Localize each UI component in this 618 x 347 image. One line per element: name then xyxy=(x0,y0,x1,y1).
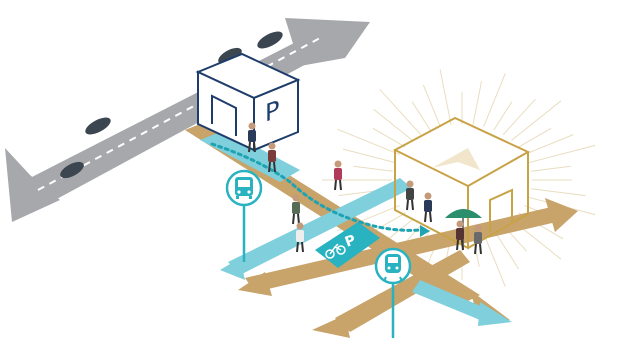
bike-lane-lower xyxy=(228,178,412,275)
person xyxy=(248,122,256,153)
sunburst-ray xyxy=(411,101,431,131)
sunburst-ray xyxy=(531,188,586,197)
person xyxy=(424,192,432,223)
person xyxy=(296,222,304,253)
sunburst-ray xyxy=(511,100,562,141)
garage-entrance xyxy=(211,94,237,136)
parking-sign: P xyxy=(265,94,280,127)
bike-parking-surface xyxy=(315,222,380,268)
sunburst-ray xyxy=(493,229,520,270)
bike-lane-right xyxy=(412,280,490,322)
car xyxy=(257,31,283,49)
sunburst-ray xyxy=(528,144,596,164)
highway-arrow-right xyxy=(285,18,370,66)
car xyxy=(218,47,242,65)
pedestrians xyxy=(248,122,482,255)
walkway-lower-diagonal xyxy=(335,250,470,332)
highway-arrow-left xyxy=(5,148,60,222)
sunburst-ray xyxy=(439,69,452,125)
sunburst-ray xyxy=(531,165,571,172)
sunburst-ray xyxy=(373,108,413,141)
sunburst-ray xyxy=(502,98,536,136)
person xyxy=(406,180,414,211)
sunburst-ray xyxy=(524,134,574,156)
walkway-arrow-left xyxy=(238,272,272,296)
train-stop-marker[interactable] xyxy=(374,247,412,338)
sunburst-ray xyxy=(337,128,400,156)
cafe-shade-arrow xyxy=(432,148,480,170)
bike-lane-arrow-right xyxy=(478,302,512,326)
connection-arrowhead xyxy=(420,225,430,237)
train-icon xyxy=(383,254,403,282)
walkway-crossing xyxy=(245,205,565,292)
sunburst-ray xyxy=(472,81,483,125)
transit-connection-path xyxy=(210,142,422,232)
highway-lane-marking xyxy=(37,37,321,191)
bus-stop-marker[interactable] xyxy=(225,169,263,262)
sunburst-ray xyxy=(379,89,422,136)
sunburst-ray xyxy=(342,148,396,164)
car xyxy=(85,117,111,135)
person xyxy=(292,194,300,225)
car xyxy=(60,161,84,179)
person xyxy=(474,224,482,255)
sunburst-ray xyxy=(493,101,513,131)
walkway-arrow-right xyxy=(545,198,578,232)
person xyxy=(268,142,276,173)
parking-garage xyxy=(195,52,301,152)
bike-lane-arrow-left xyxy=(220,258,245,280)
sunburst-ray xyxy=(483,73,506,127)
cafe-side-edge xyxy=(467,152,529,249)
cafe-window xyxy=(489,188,513,232)
bicycle-icon xyxy=(325,243,346,259)
person xyxy=(334,160,342,191)
sunburst-ray xyxy=(422,84,441,127)
bike-parking-pad: P xyxy=(315,222,380,268)
bus-icon xyxy=(235,177,253,199)
sunburst-ray xyxy=(372,127,406,148)
sunburst-ray xyxy=(518,127,552,148)
sunburst-ray xyxy=(353,165,393,172)
person xyxy=(456,220,464,251)
sunburst-ray xyxy=(483,233,506,287)
